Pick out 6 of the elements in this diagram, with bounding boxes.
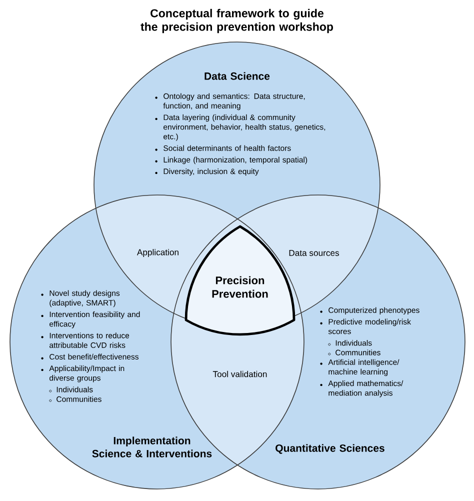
title: Conceptual framework to guide the precision prevention workshop bbox=[140, 8, 333, 34]
circle-heading: Quantitative Sciences bbox=[276, 444, 384, 454]
overlap-label: Tool validation bbox=[212, 370, 267, 378]
circle-heading: Implementation Science & Interventions bbox=[92, 436, 212, 458]
overlap-label: Application bbox=[136, 249, 178, 257]
circle-heading: Data Science bbox=[204, 72, 270, 80]
